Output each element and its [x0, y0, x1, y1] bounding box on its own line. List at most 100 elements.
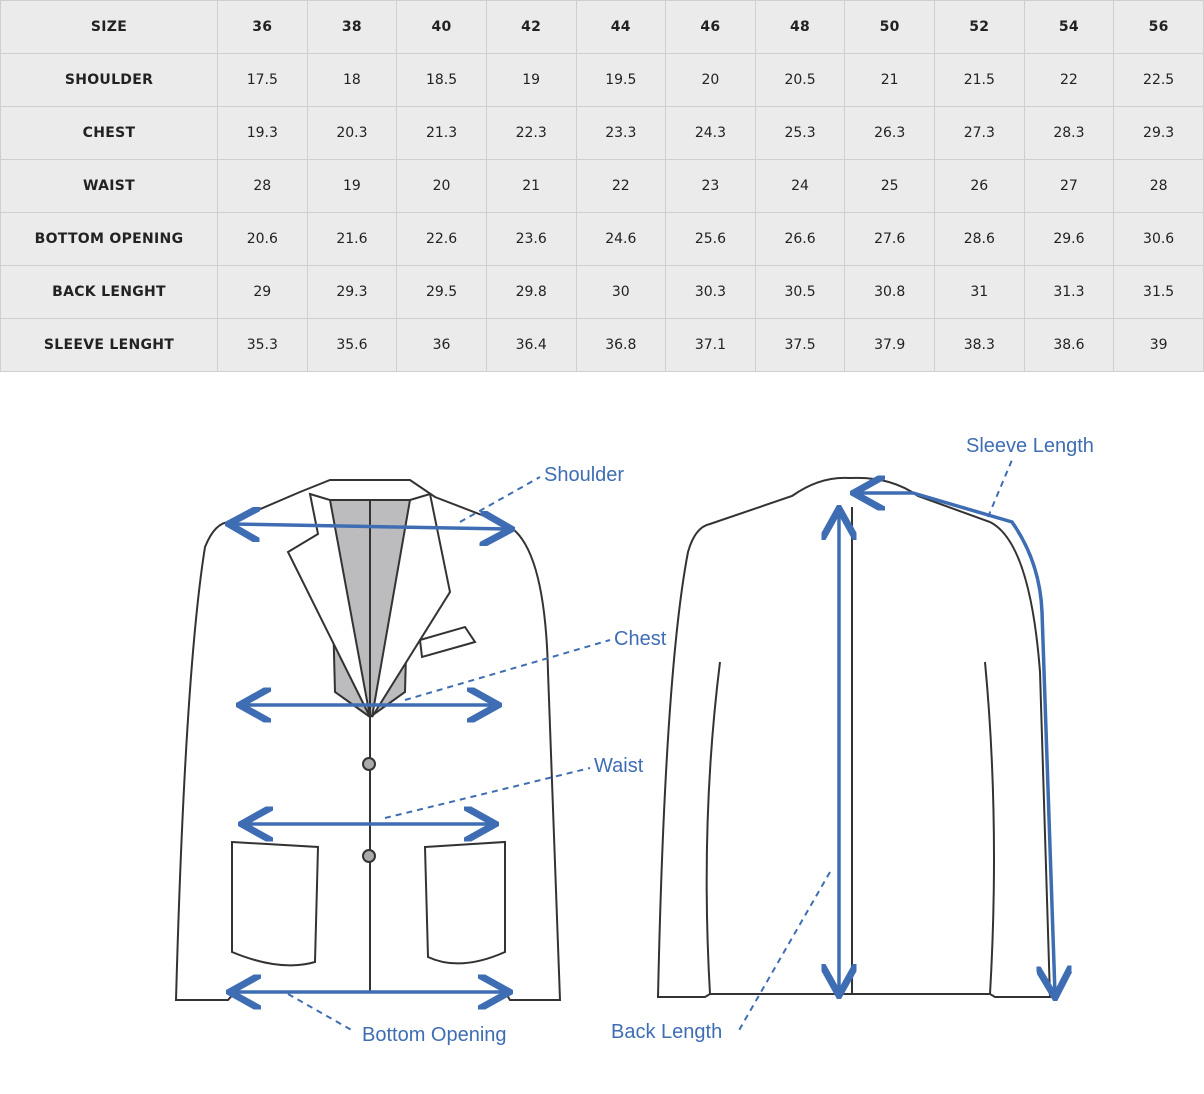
- row-label: WAIST: [0, 159, 218, 213]
- row-label: SLEEVE LENGHT: [0, 318, 218, 372]
- table-cell: 22.6: [396, 212, 487, 266]
- shoulder-label: Shoulder: [544, 464, 625, 486]
- table-cell: 38.6: [1023, 318, 1115, 372]
- size-header-cell: 36: [217, 0, 308, 54]
- size-header-cell: 46: [665, 0, 756, 54]
- table-cell: 27.3: [934, 106, 1025, 160]
- size-header-cell: 38: [306, 0, 398, 54]
- table-cell: 23.3: [575, 106, 667, 160]
- table-cell: 36: [396, 318, 487, 372]
- row-label: SHOULDER: [0, 53, 218, 107]
- table-cell: 29.3: [1113, 106, 1204, 160]
- table-cell: 19.3: [217, 106, 308, 160]
- table-cell: 28.3: [1023, 106, 1115, 160]
- measurement-arrows: [232, 493, 1055, 994]
- size-header-cell: 56: [1113, 0, 1204, 54]
- table-cell: 30.6: [1113, 212, 1204, 266]
- table-cell: 22: [1023, 53, 1115, 107]
- table-cell: 31.5: [1113, 265, 1204, 319]
- table-cell: 20: [665, 53, 756, 107]
- size-header-cell: 50: [844, 0, 935, 54]
- table-cell: 38.3: [934, 318, 1025, 372]
- leader-lines: [287, 459, 1013, 1033]
- table-cell: 31.3: [1023, 265, 1115, 319]
- size-header-cell: 48: [754, 0, 846, 54]
- table-cell: 20.5: [754, 53, 846, 107]
- table-cell: 19.5: [575, 53, 667, 107]
- jacket-illustration: [174, 459, 1204, 1033]
- table-cell: 18: [306, 53, 398, 107]
- size-header-cell: 40: [396, 0, 487, 54]
- table-cell: 20.3: [306, 106, 398, 160]
- waist-label: Waist: [594, 755, 644, 777]
- table-cell: 19: [485, 53, 577, 107]
- table-cell: 22: [575, 159, 667, 213]
- table-cell: 20: [396, 159, 487, 213]
- table-cell: 21.5: [934, 53, 1025, 107]
- table-cell: 27.6: [844, 212, 935, 266]
- size-header-cell: 52: [934, 0, 1025, 54]
- table-cell: 22.5: [1113, 53, 1204, 107]
- table-cell: 29.6: [1023, 212, 1115, 266]
- size-header-cell: 54: [1023, 0, 1115, 54]
- table-cell: 25.3: [754, 106, 846, 160]
- table-cell: 35.6: [306, 318, 398, 372]
- table-cell: 39: [1113, 318, 1204, 372]
- table-cell: 36.8: [575, 318, 667, 372]
- table-cell: 29.3: [306, 265, 398, 319]
- table-cell: 21: [844, 53, 935, 107]
- table-cell: 26.6: [754, 212, 846, 266]
- table-cell: 29: [217, 265, 308, 319]
- sleeve-length-label: Sleeve Length: [966, 435, 1094, 457]
- jacket-measurement-diagram: Shoulder Chest Waist Bottom Opening Slee…: [0, 372, 1204, 1090]
- table-cell: 18.5: [396, 53, 487, 107]
- table-cell: 30.3: [665, 265, 756, 319]
- table-cell: 36.4: [485, 318, 577, 372]
- table-cell: 26: [934, 159, 1025, 213]
- back-length-label: Back Length: [611, 1021, 723, 1043]
- table-cell: 21: [485, 159, 577, 213]
- table-cell: 37.9: [844, 318, 935, 372]
- table-cell: 28.6: [934, 212, 1025, 266]
- table-cell: 30.5: [754, 265, 846, 319]
- row-label: BOTTOM OPENING: [0, 212, 218, 266]
- table-cell: 17.5: [217, 53, 308, 107]
- bottom-opening-label: Bottom Opening: [362, 1024, 507, 1046]
- table-cell: 30.8: [844, 265, 935, 319]
- chest-label: Chest: [614, 628, 667, 650]
- front-jacket-outline: [174, 479, 562, 1001]
- table-cell: 24: [754, 159, 846, 213]
- table-cell: 21.3: [396, 106, 487, 160]
- table-cell: 29.5: [396, 265, 487, 319]
- table-cell: 25.6: [665, 212, 756, 266]
- table-cell: 26.3: [844, 106, 935, 160]
- table-cell: 23.6: [485, 212, 577, 266]
- table-cell: 30: [575, 265, 667, 319]
- table-cell: 22.3: [485, 106, 577, 160]
- row-label: SIZE: [0, 0, 218, 54]
- row-label: BACK LENGHT: [0, 265, 218, 319]
- table-cell: 24.6: [575, 212, 667, 266]
- sleeve-length-arrow: [857, 493, 1055, 994]
- table-cell: 35.3: [217, 318, 308, 372]
- table-cell: 37.1: [665, 318, 756, 372]
- back-jacket-outline: [656, 476, 1052, 998]
- table-cell: 28: [217, 159, 308, 213]
- table-cell: 19: [306, 159, 398, 213]
- table-cell: 20.6: [217, 212, 308, 266]
- table-cell: 23: [665, 159, 756, 213]
- table-cell: 27: [1023, 159, 1115, 213]
- size-header-cell: 44: [575, 0, 667, 54]
- table-cell: 28: [1113, 159, 1204, 213]
- size-header-cell: 42: [485, 0, 577, 54]
- table-cell: 31: [934, 265, 1025, 319]
- table-cell: 21.6: [306, 212, 398, 266]
- table-cell: 25: [844, 159, 935, 213]
